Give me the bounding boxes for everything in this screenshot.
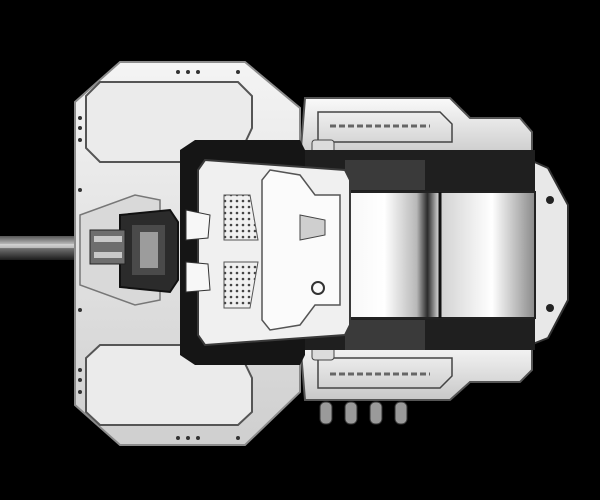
drum-roller — [319, 191, 536, 319]
gun-mantlet — [89, 208, 179, 294]
mantlet-flaps — [185, 209, 211, 293]
turret-body — [197, 158, 351, 347]
rivets — [78, 70, 240, 440]
lower-sponson — [298, 339, 533, 425]
